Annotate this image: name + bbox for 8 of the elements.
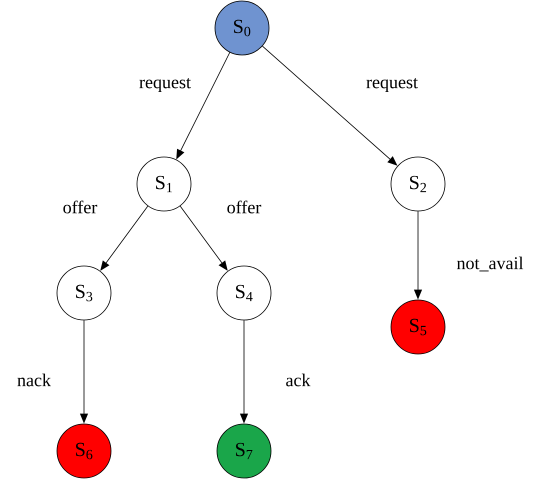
edge-label: ack [286,374,310,386]
edge-label: offer [63,200,98,214]
arrow [262,46,398,166]
edge-label: offer [227,200,262,214]
edge-label: not_avail [456,256,524,272]
edge-label: request [139,78,191,92]
edge-label: request [366,78,418,92]
edge-label: nack [17,374,51,386]
